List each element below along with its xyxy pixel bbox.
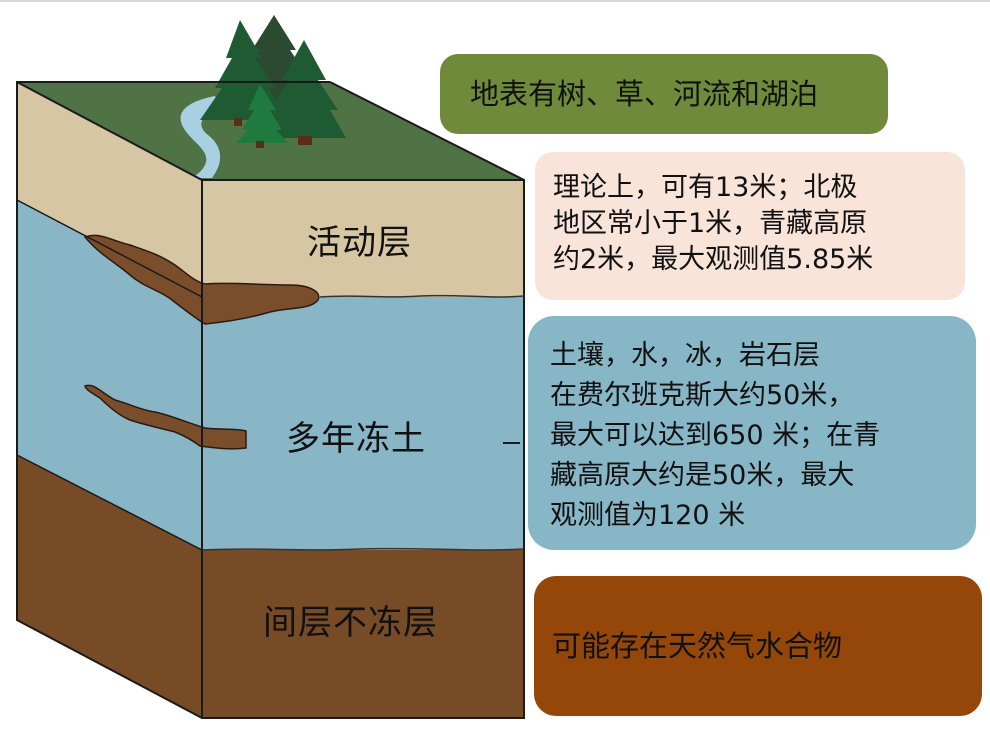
river-icon xyxy=(180,96,222,178)
trees-icon xyxy=(200,15,346,148)
boundary-active-permafrost xyxy=(319,294,525,298)
callout-permafrost-line: 在费尔班克斯大约50米， xyxy=(550,380,855,411)
callout-talik: 可能存在天然气水合物 xyxy=(534,576,982,716)
layer-label-permafrost: 多年冻土 xyxy=(286,419,426,459)
callout-talik-text: 可能存在天然气水合物 xyxy=(552,629,843,663)
front-face-active-layer xyxy=(202,180,524,297)
left-face-active-layer xyxy=(17,82,202,297)
callout-permafrost-line: 藏高原大约是50米，最大 xyxy=(550,460,855,491)
callout-permafrost-line: 土壤，水，冰，岩石层 xyxy=(550,340,820,371)
callout-active-layer: 理论上，可有13米；北极 地区常小于1米，青藏高原 约2米，最大观测值5.85米 xyxy=(535,152,965,300)
callout-active-line: 约2米，最大观测值5.85米 xyxy=(553,244,874,275)
layer-label-active: 活动层 xyxy=(307,223,412,263)
callout-active-line: 地区常小于1米，青藏高原 xyxy=(553,208,868,239)
callout-surface-text: 地表有树、草、河流和湖泊 xyxy=(470,77,819,111)
callout-surface: 地表有树、草、河流和湖泊 xyxy=(440,54,888,134)
boundary-permafrost-talik xyxy=(201,547,525,551)
left-face-talik xyxy=(17,455,202,718)
top-divider xyxy=(0,0,990,2)
callout-permafrost: 土壤，水，冰，岩石层 在费尔班克斯大约50米， 最大可以达到650 米；在青 藏… xyxy=(528,316,976,550)
callout-active-line: 理论上，可有13米；北极 xyxy=(553,172,858,203)
front-face-permafrost xyxy=(202,297,524,550)
callout-permafrost-line: 最大可以达到650 米；在青 xyxy=(550,420,881,451)
front-face-talik xyxy=(202,550,524,718)
soil-lens-lower xyxy=(84,384,247,450)
layer-label-talik: 间层不冻层 xyxy=(263,603,438,643)
soil-lens-upper xyxy=(83,234,320,325)
callout-permafrost-line: 观测值为120 米 xyxy=(550,500,746,531)
